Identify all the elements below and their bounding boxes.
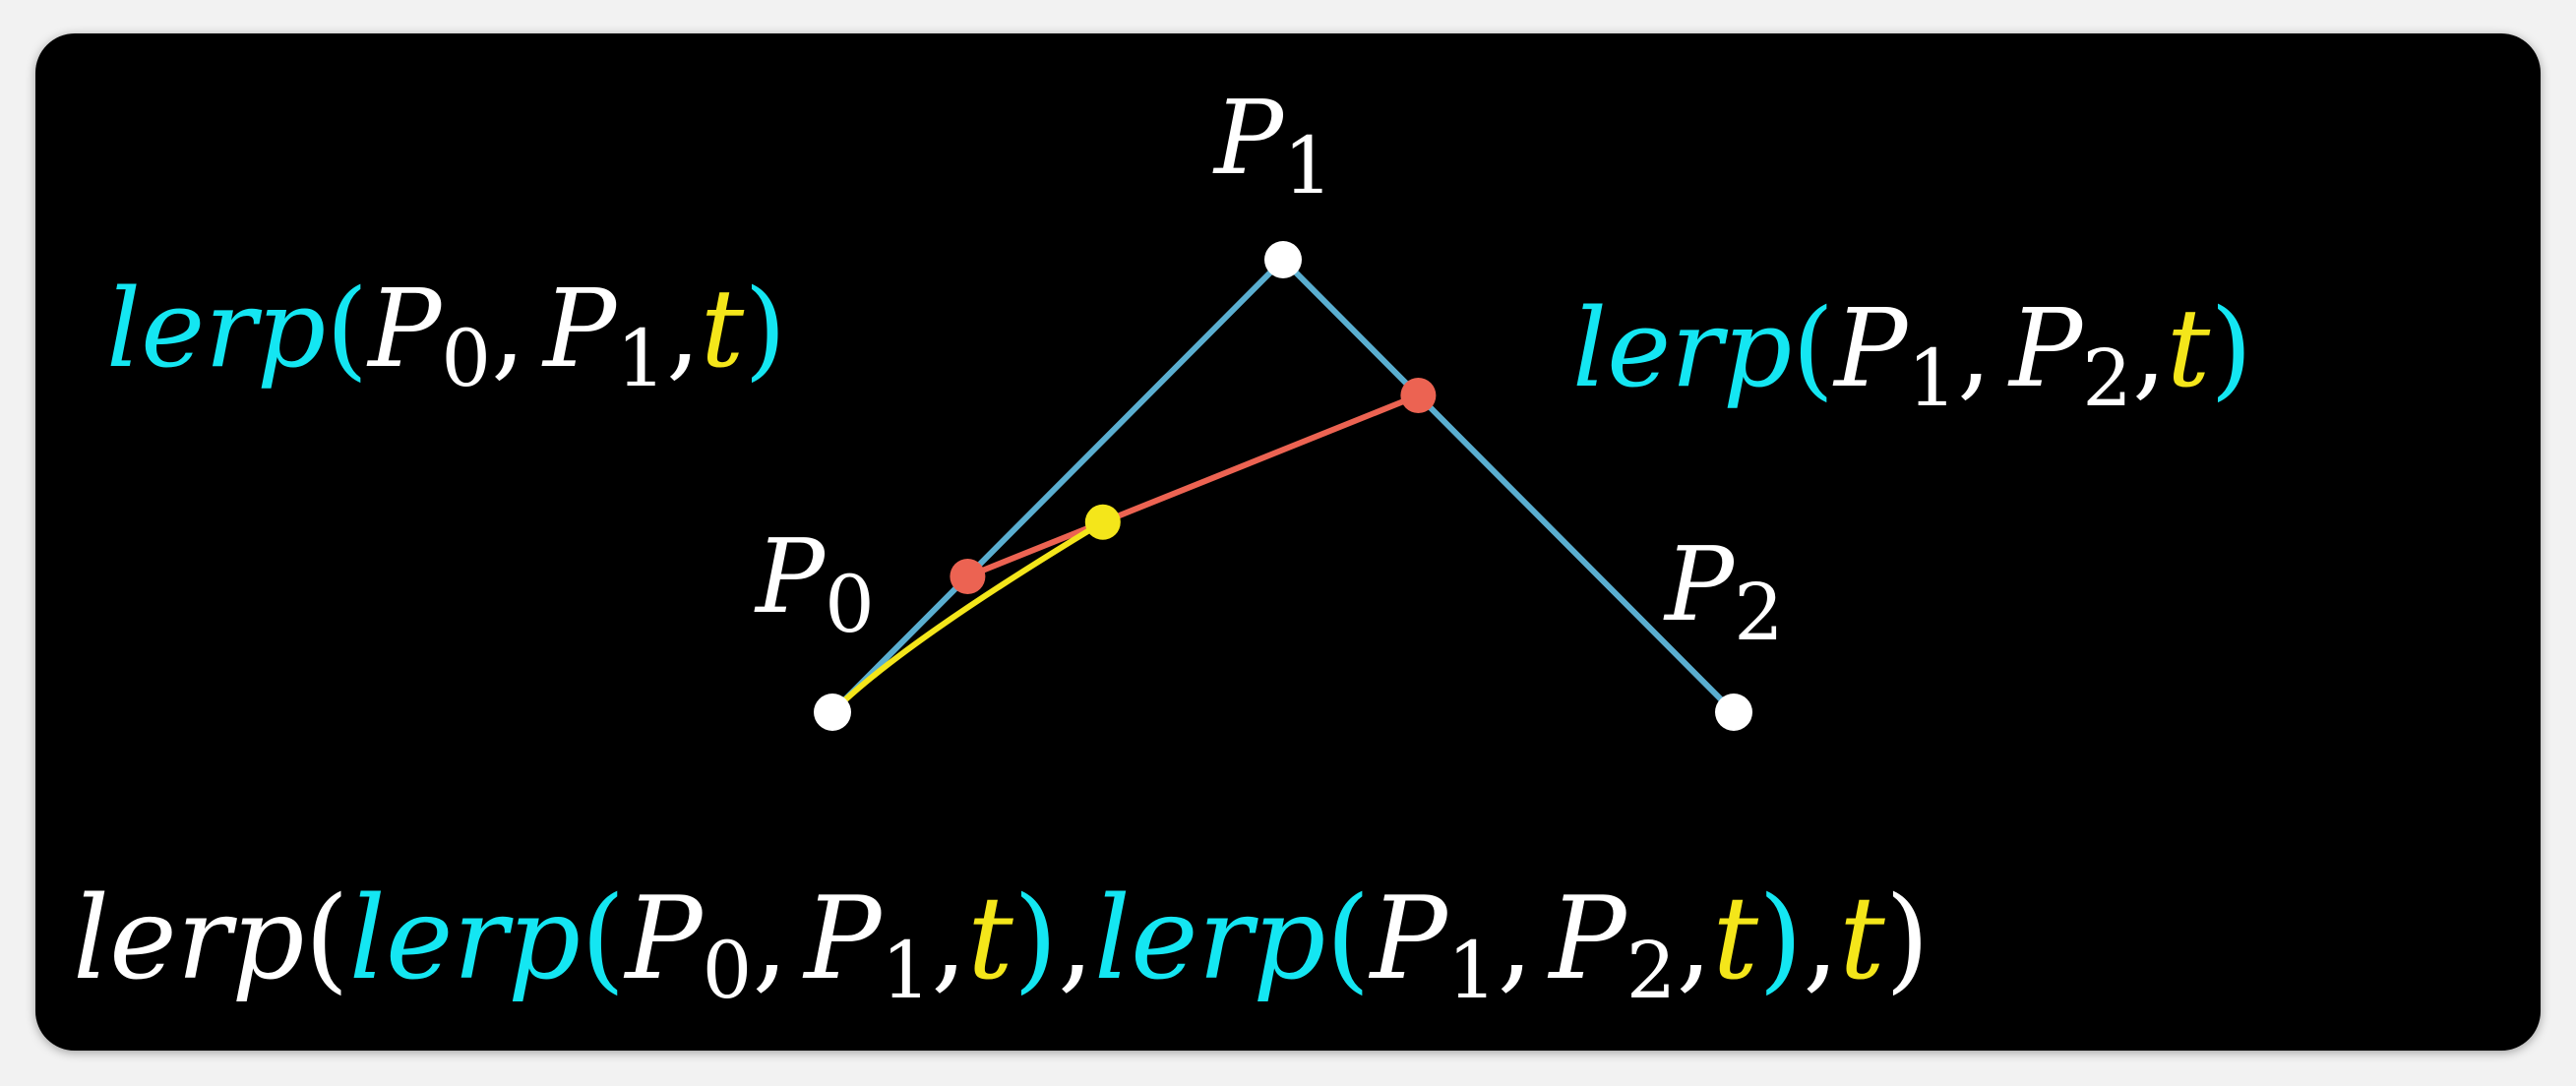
control-point-p2 <box>1715 694 1752 731</box>
bezier-curve <box>829 518 1106 715</box>
label-p0: P0 <box>754 516 875 650</box>
label-p1: P1 <box>1212 78 1333 211</box>
formula-lerp-p1-p2: lerp(P1,P2,t) <box>1572 285 2252 424</box>
lerp-point-p0-p1 <box>950 559 986 594</box>
formula-nested-lerp: lerp(lerp(P0,P1,t),lerp(P1,P2,t),t) <box>73 873 1930 1016</box>
label-p2: P2 <box>1663 524 1784 658</box>
diagram-panel: P1 P0 P2 lerp(P0,P1,t) lerp(P1,P2,t) ler… <box>35 33 2541 1051</box>
bezier-lerp-diagram: P1 P0 P2 lerp(P0,P1,t) lerp(P1,P2,t) ler… <box>73 78 2252 1016</box>
lerp-point-p1-p2 <box>1400 378 1437 413</box>
control-point-p1 <box>1264 241 1302 278</box>
lerp-segment <box>966 392 1420 579</box>
curve-point <box>1084 504 1121 540</box>
control-point-p0 <box>814 694 851 731</box>
formula-lerp-p0-p1: lerp(P0,P1,t) <box>106 266 786 404</box>
